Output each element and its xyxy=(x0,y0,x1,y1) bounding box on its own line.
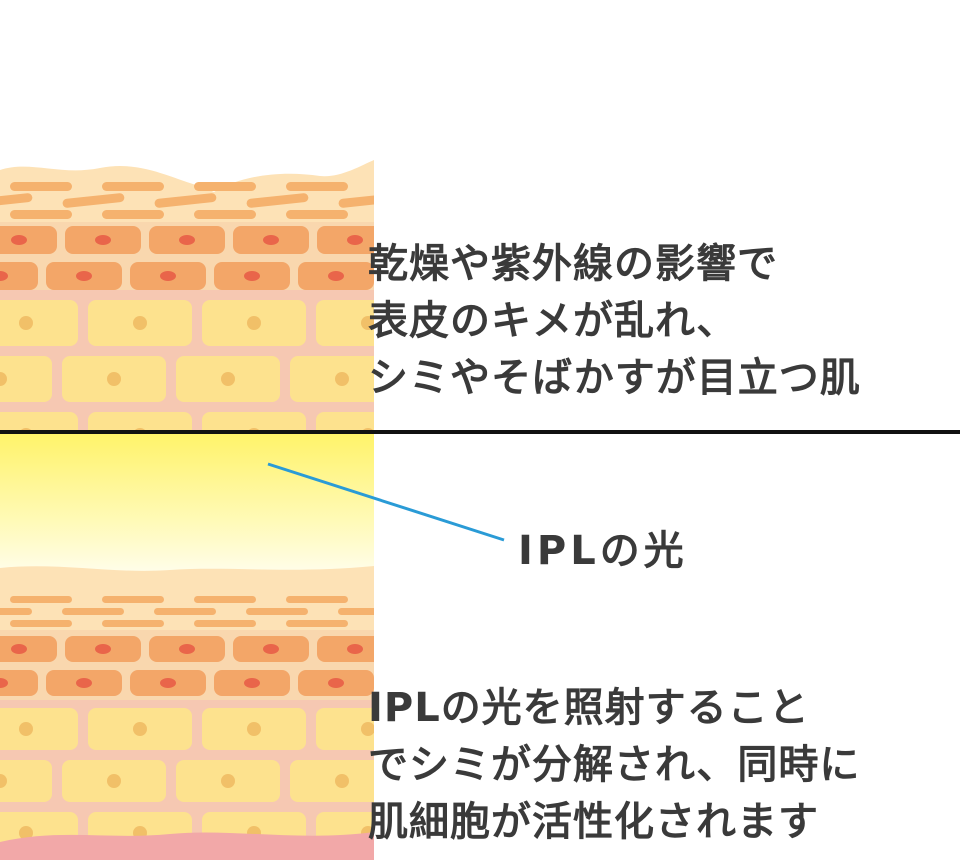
basal-cell xyxy=(0,636,57,662)
damaged-skin-caption: 乾燥や紫外線の影響で 表皮のキメが乱れ、 シミやそばかすが目立つ肌 xyxy=(368,236,861,407)
cell-nucleus xyxy=(335,372,349,386)
skin-flake xyxy=(194,596,256,603)
cell-nucleus xyxy=(11,235,27,245)
cell-nucleus xyxy=(179,644,195,654)
cell-nucleus xyxy=(160,678,176,688)
cell-nucleus xyxy=(263,235,279,245)
dermis-cell xyxy=(202,412,306,431)
cell-nucleus xyxy=(347,644,363,654)
cell-nucleus xyxy=(19,316,33,330)
caption-line: でシミが分解され、同時に xyxy=(368,742,861,788)
cell-nucleus xyxy=(335,774,349,788)
cell-nucleus xyxy=(19,722,33,736)
skin-flake xyxy=(102,182,164,191)
cell-nucleus xyxy=(244,271,260,281)
cell-nucleus xyxy=(133,722,147,736)
cell-nucleus xyxy=(347,235,363,245)
cell-nucleus xyxy=(179,235,195,245)
cell-nucleus xyxy=(107,372,121,386)
basal-cell xyxy=(0,262,38,290)
skin-flake xyxy=(154,193,217,208)
skin-flake xyxy=(62,608,124,615)
skin-flake xyxy=(286,620,348,627)
dermis-cell xyxy=(0,412,78,431)
ipl-pointer-line xyxy=(267,462,505,542)
treated-skin-illustration xyxy=(0,434,374,860)
skin-flake xyxy=(10,620,72,627)
cell-nucleus xyxy=(133,316,147,330)
basal-cell xyxy=(317,226,374,254)
skin-flake xyxy=(246,608,308,615)
dermis-cell xyxy=(290,760,374,802)
cell-nucleus xyxy=(19,826,33,840)
cell-nucleus xyxy=(328,271,344,281)
skin-flake xyxy=(102,596,164,603)
cell-nucleus xyxy=(0,271,8,281)
skin-flake xyxy=(10,182,72,191)
cell-nucleus xyxy=(11,644,27,654)
damaged-skin-illustration xyxy=(0,160,374,431)
caption-line: シミやそばかすが目立つ肌 xyxy=(368,355,861,401)
basal-cell xyxy=(317,636,374,662)
dermis-cell xyxy=(0,356,52,402)
dermis-cell xyxy=(88,412,192,431)
panel-divider xyxy=(0,430,960,434)
cell-nucleus xyxy=(328,678,344,688)
cell-nucleus xyxy=(76,678,92,688)
cell-nucleus xyxy=(247,316,261,330)
cell-nucleus xyxy=(263,644,279,654)
skin-flake xyxy=(338,193,374,208)
dermis-cell xyxy=(316,708,374,750)
skin-flake xyxy=(286,210,348,219)
skin-flake xyxy=(286,182,348,191)
cell-nucleus xyxy=(361,722,374,736)
skin-flake xyxy=(194,210,256,219)
cell-nucleus xyxy=(221,774,235,788)
skin-flake xyxy=(102,210,164,219)
cell-nucleus xyxy=(0,678,8,688)
skin-flake xyxy=(62,193,125,208)
skin-flake xyxy=(194,182,256,191)
cell-nucleus xyxy=(0,774,7,788)
cell-nucleus xyxy=(361,316,374,330)
skin-flake xyxy=(154,608,216,615)
skin-flake xyxy=(102,620,164,627)
cell-nucleus xyxy=(244,678,260,688)
skin-flake xyxy=(246,193,309,208)
cell-nucleus xyxy=(107,774,121,788)
cell-nucleus xyxy=(160,271,176,281)
cell-nucleus xyxy=(247,722,261,736)
dermis-cell xyxy=(0,760,52,802)
caption-line: 肌細胞が活性化されます xyxy=(368,799,819,845)
dermis-cell xyxy=(0,708,78,750)
dermis-cell xyxy=(316,412,374,431)
cell-nucleus xyxy=(76,271,92,281)
cell-nucleus xyxy=(221,372,235,386)
dermis-cell xyxy=(290,356,374,402)
cell-nucleus xyxy=(95,644,111,654)
treated-skin-caption: IPLの光を照射すること でシミが分解され、同時に 肌細胞が活性化されます xyxy=(368,680,860,851)
cell-nucleus xyxy=(95,235,111,245)
skin-flake xyxy=(0,608,32,615)
deep-tissue-wave xyxy=(0,832,374,860)
dermis-cell xyxy=(316,300,374,346)
skin-flake xyxy=(194,620,256,627)
dermis-cell xyxy=(0,300,78,346)
skin-flake xyxy=(286,596,348,603)
skin-flake xyxy=(0,193,33,208)
caption-line: 乾燥や紫外線の影響で xyxy=(368,241,778,287)
caption-line: 表皮のキメが乱れ、 xyxy=(368,298,738,344)
skin-flake xyxy=(10,596,72,603)
caption-line: IPLの光を照射すること xyxy=(368,685,810,731)
ipl-light-label: IPLの光 xyxy=(518,528,688,574)
skin-flake xyxy=(338,608,374,615)
basal-cell xyxy=(0,670,38,696)
skin-flake xyxy=(10,210,72,219)
cell-nucleus xyxy=(0,372,7,386)
basal-cell xyxy=(0,226,57,254)
